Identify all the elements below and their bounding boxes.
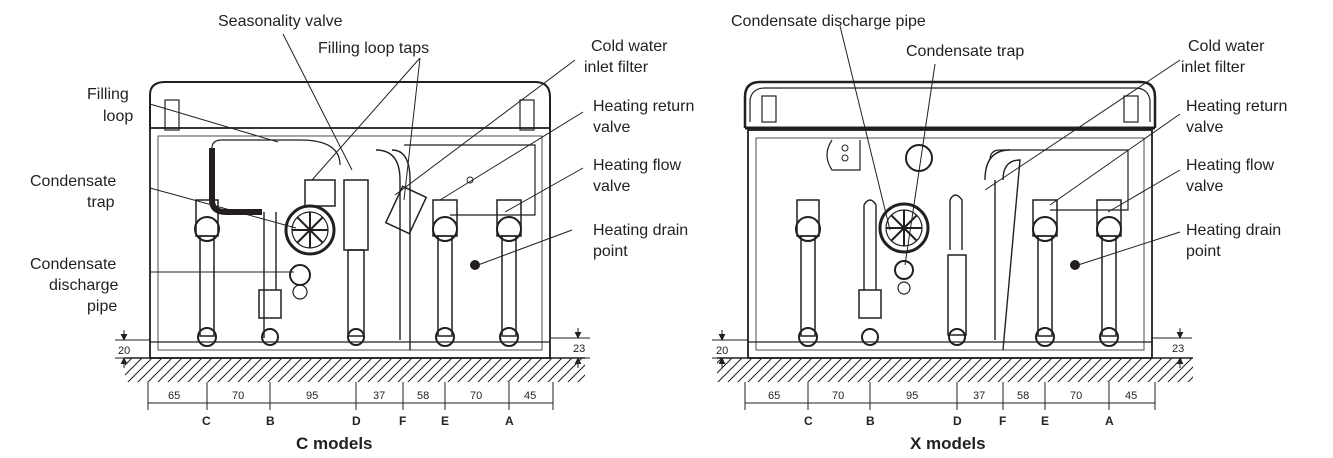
connection-letter-c: C [202,414,211,428]
label-condensate-discharge-pipe: Condensate [30,256,116,273]
filling-loop-pipe [209,148,262,215]
dim-45: 45 [524,390,536,402]
connection-letter-f: F [999,414,1006,428]
label-condensate-discharge-pipe: Condensate discharge pipe [731,13,926,30]
dim-height-right: 23 [1172,343,1184,355]
filling-loop-tap [304,179,336,207]
connection-letter-e: E [1041,414,1049,428]
c-models-panel: Seasonality valve Filling loop taps Cold… [30,13,694,453]
dim-height-left: 20 [716,345,728,357]
label-heating-drain-point-2: point [1186,243,1221,260]
label-cold-water-inlet-filter-2: inlet filter [1181,59,1246,76]
label-filling-loop-2: loop [103,108,133,125]
connection-letter-b: B [266,414,275,428]
heating-drain-point [1070,260,1080,270]
floor-hatch [717,358,1193,382]
width-dimensions: 65 70 95 37 58 70 45 [744,382,1156,410]
label-condensate-trap: Condensate trap [906,43,1024,60]
label-filling-loop-taps: Filling loop taps [318,40,429,57]
label-condensate-discharge-pipe-3: pipe [87,298,117,315]
dim-70b: 70 [1070,390,1082,402]
label-heating-drain-point: Heating drain [593,222,688,239]
dim-95: 95 [306,390,318,402]
height-dimensions: 20 23 [712,328,1192,368]
height-dimensions: 20 23 [115,328,590,368]
dim-height-right: 23 [573,343,585,355]
service-pipes [194,199,522,347]
label-condensate-trap: Condensate [30,173,116,190]
label-heating-flow-valve: Heating flow [1186,157,1274,174]
dim-65: 65 [768,390,780,402]
floor-hatch [125,358,585,382]
label-heating-return-valve-2: valve [593,119,630,136]
dim-58: 58 [417,390,429,402]
round-fitting [905,144,933,172]
label-cold-water-inlet-filter: Cold water [1188,38,1265,55]
connection-letter-a: A [1105,414,1114,428]
connection-letter-d: D [953,414,962,428]
x-models-title: X models [910,434,986,453]
filling-loop-tap [384,185,428,235]
label-cold-water-inlet-filter: Cold water [591,38,668,55]
label-heating-drain-point: Heating drain [1186,222,1281,239]
condensate-discharge-fitting [894,260,914,280]
label-heating-flow-valve-2: valve [593,178,630,195]
label-heating-flow-valve: Heating flow [593,157,681,174]
label-cold-water-inlet-filter-2: inlet filter [584,59,649,76]
leader-lines [149,33,584,273]
heating-drain-point [470,260,480,270]
label-heating-flow-valve-2: valve [1186,178,1223,195]
dim-70: 70 [832,390,844,402]
dim-70: 70 [232,390,244,402]
dim-95: 95 [906,390,918,402]
dim-37: 37 [373,390,385,402]
dim-58: 58 [1017,390,1029,402]
label-heating-return-valve: Heating return [1186,98,1287,115]
width-dimensions: 65 70 95 37 58 70 45 [147,382,554,410]
condensate-trap [284,204,336,256]
seasonality-valve [343,179,369,251]
connection-letter-c: C [804,414,813,428]
dim-45: 45 [1125,390,1137,402]
connection-letter-a: A [505,414,514,428]
connection-letter-e: E [441,414,449,428]
x-models-panel: Condensate discharge pipe Condensate tra… [712,13,1287,453]
label-filling-loop: Filling [87,86,129,103]
dim-65: 65 [168,390,180,402]
c-models-title: C models [296,434,373,453]
label-heating-return-valve-2: valve [1186,119,1223,136]
connection-letter-d: D [352,414,361,428]
dim-37: 37 [973,390,985,402]
label-condensate-trap-2: trap [87,194,115,211]
condensate-discharge-fitting [289,264,311,286]
label-seasonality-valve: Seasonality valve [218,13,343,30]
label-condensate-discharge-pipe-2: discharge [49,277,118,294]
label-heating-return-valve: Heating return [593,98,694,115]
service-pipes [795,194,1122,347]
connection-letter-b: B [866,414,875,428]
connection-letter-f: F [399,414,406,428]
dim-height-left: 20 [118,345,130,357]
dim-70b: 70 [470,390,482,402]
leader-lines [839,25,1181,266]
condensate-trap [878,202,930,254]
label-heating-drain-point-2: point [593,243,628,260]
